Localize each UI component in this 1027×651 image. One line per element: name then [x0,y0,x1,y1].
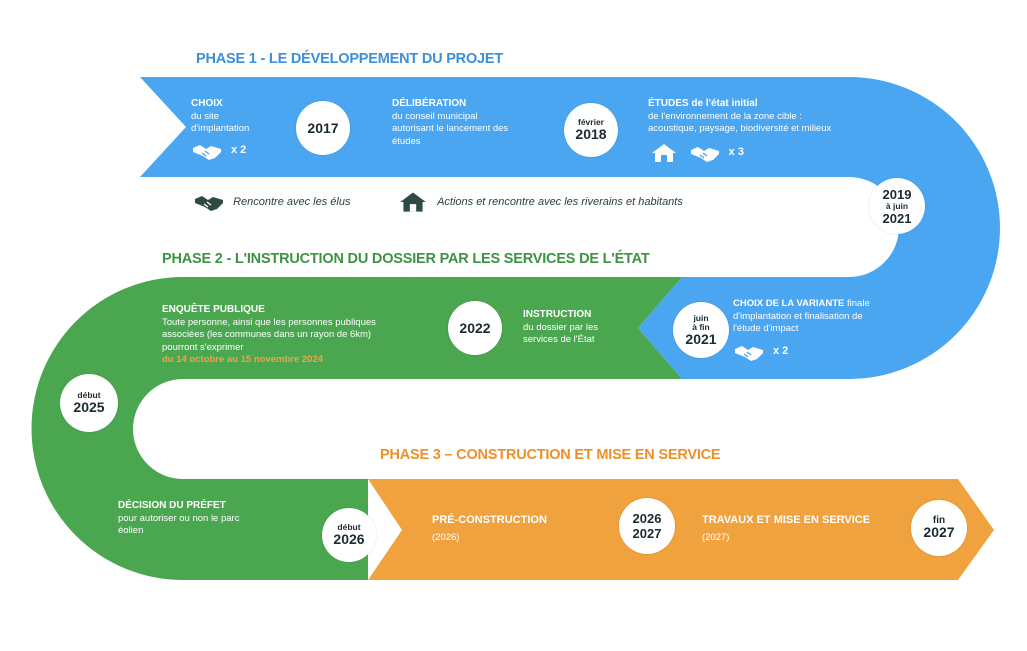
step-instruction-head: INSTRUCTION [523,309,592,320]
step-variante-body: d'implantation et finalisation de l'étud… [733,310,863,335]
step-decision-body: pour autoriser ou non le parc éolien [118,512,240,537]
date-2019-2021-line2: à juin [885,200,909,211]
date-2026-2027-line2: 2027 [632,526,662,541]
phase2-band [31,277,682,580]
date-debut-2026-line1: début [337,522,361,532]
date-juin-fin-2021-line3: 2021 [685,330,717,347]
date-2026-2027: 2026 2027 [619,498,675,554]
step-instruction-body: du dossier par les services de l'État [523,321,598,346]
legend-residents: Actions et rencontre avec les riverains … [396,190,683,214]
step-choix-site-head: CHOIX [191,98,223,109]
step-choix-site: CHOIX du site d'implantation x 2 [191,98,281,161]
step-enquete-head: ENQUÊTE PUBLIQUE [162,304,265,315]
step-pre-construction: PRÉ-CONSTRUCTION (2026) [432,514,592,544]
step-etudes-badge: x 3 [728,146,744,159]
date-2017-value: 2017 [307,119,339,136]
step-deliberation-head: DÉLIBÉRATION [392,98,467,109]
handshake-icon [195,196,223,211]
step-travaux-head: TRAVAUX ET MISE EN SERVICE [702,514,871,526]
step-pre-construction-sub: (2026) [432,531,460,543]
date-fevrier-2018-top: février [578,117,604,127]
date-2022-value: 2022 [459,319,491,336]
step-decision: DÉCISION DU PRÉFET pour autoriser ou non… [118,500,278,538]
date-fevrier-2018-year: 2018 [575,126,607,142]
handshake-icon [193,144,221,160]
house-icon [400,192,426,212]
legend-elected: Rencontre avec les élus [192,192,350,212]
date-2022: 2022 [448,301,502,355]
legend-elected-label: Rencontre avec les élus [233,196,351,208]
phase1-title: PHASE 1 - LE DÉVELOPPEMENT DU PROJET [196,51,504,67]
step-variante: CHOIX DE LA VARIANTE finale d'implantati… [733,298,903,362]
step-instruction: INSTRUCTION du dossier par les services … [523,309,633,347]
date-2019-2021: 2019 à juin 2021 [869,178,925,234]
date-debut-2026: début 2026 [322,508,376,562]
date-debut-2025: début 2025 [60,374,118,432]
step-deliberation: DÉLIBÉRATION du conseil municipal autori… [392,98,552,148]
handshake-icon [735,345,763,361]
legend-residents-label: Actions et rencontre avec les riverains … [437,196,683,208]
step-enquete-dates: du 14 octobre au 15 novembre 2024 [162,354,324,365]
date-juin-fin-2021-line2: à fin [692,321,710,332]
date-2019-2021-line3: 2021 [882,210,912,226]
step-choix-site-body: du site d'implantation [191,110,250,135]
step-travaux-sub: (2027) [702,531,730,543]
handshake-icon [690,146,719,162]
house-icon [652,143,676,162]
date-2026-2027-line1: 2026 [632,511,662,526]
step-variante-head: CHOIX DE LA VARIANTE [733,298,845,309]
step-decision-head: DÉCISION DU PRÉFET [118,500,226,511]
date-fevrier-2018: février 2018 [564,103,618,157]
step-etudes-body: de l'environnement de la zone cible : ac… [648,110,832,135]
date-2017: 2017 [296,101,350,155]
date-debut-2026-line2: 2026 [333,531,365,547]
step-variante-head-tail: finale [844,298,870,309]
phase3-title: PHASE 3 – CONSTRUCTION ET MISE EN SERVIC… [380,447,721,463]
step-variante-badge: x 2 [773,345,789,358]
date-juin-fin-2021-line1: juin [693,312,709,323]
phase3-band [368,479,994,580]
step-enquete-body: Toute personne, ainsi que les personnes … [162,316,376,353]
date-debut-2025-line2: 2025 [73,399,105,415]
step-pre-construction-head: PRÉ-CONSTRUCTION [432,514,547,526]
step-etudes: ÉTUDES de l'état initial de l'environnem… [648,98,888,164]
step-travaux: TRAVAUX ET MISE EN SERVICE (2027) [702,514,902,544]
phase1-band [140,77,1000,379]
date-debut-2025-line1: début [77,390,101,400]
date-juin-fin-2021: juin à fin 2021 [673,302,729,358]
step-choix-site-badge: x 2 [231,144,247,157]
date-fin-2027-line1: fin [932,515,946,526]
phase2-title: PHASE 2 - L'INSTRUCTION DU DOSSIER PAR L… [162,251,650,267]
date-fin-2027-line2: 2027 [923,524,955,540]
date-2019-2021-line1: 2019 [882,186,912,202]
step-etudes-head: ÉTUDES de l'état initial [648,98,758,109]
step-enquete: ENQUÊTE PUBLIQUE Toute personne, ainsi q… [162,304,422,367]
date-fin-2027: fin 2027 [911,500,967,556]
step-deliberation-body: du conseil municipal autorisant le lance… [392,110,509,147]
